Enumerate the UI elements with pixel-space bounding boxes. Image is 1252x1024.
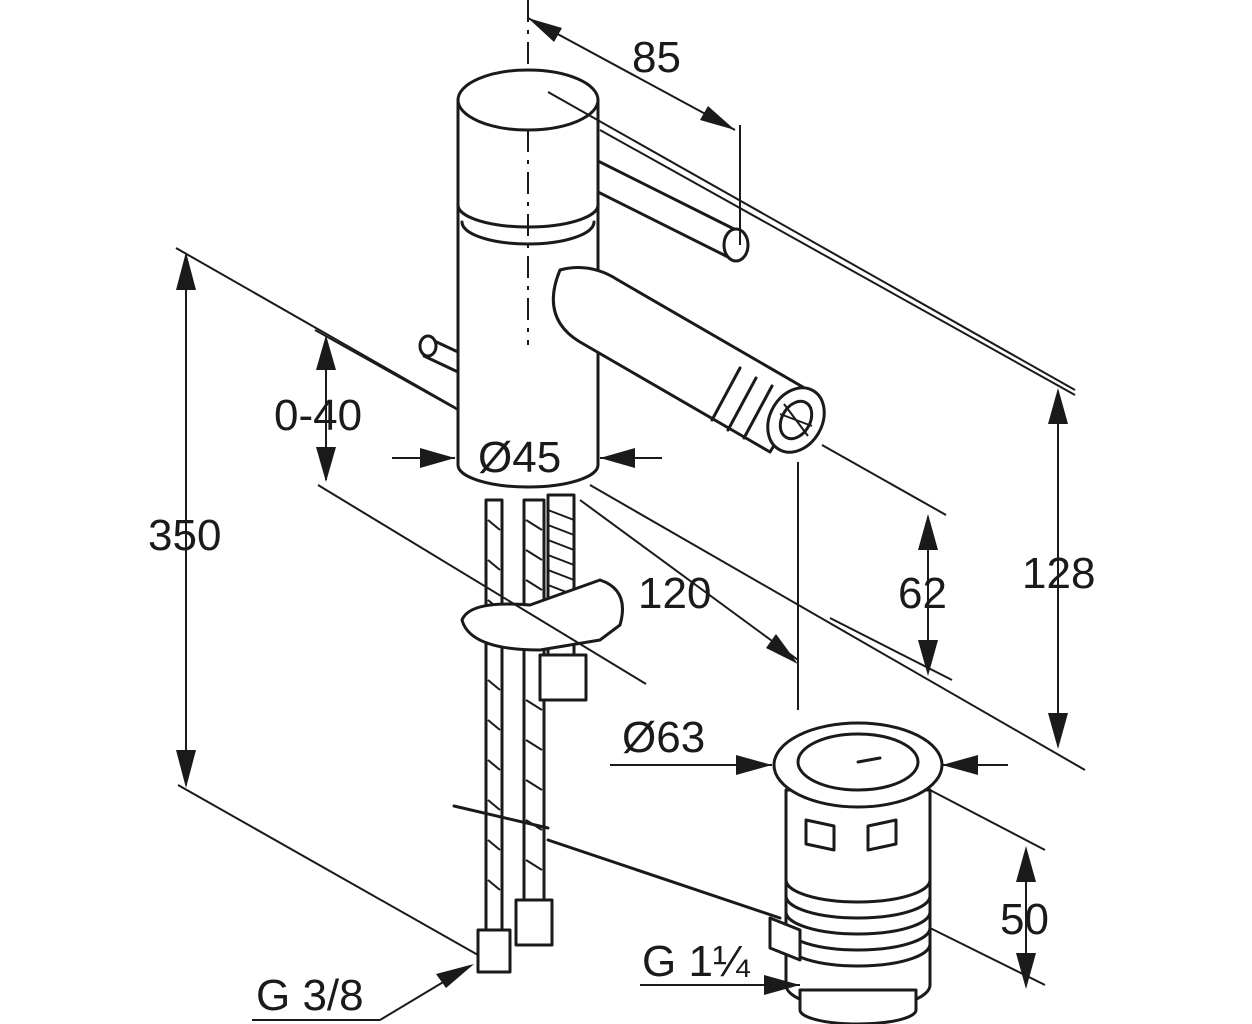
label-waste-thread: G 1¼ [642, 937, 751, 986]
label-hose-thread: G 3/8 [256, 971, 364, 1020]
linkage-rod [546, 838, 782, 920]
spout [551, 266, 826, 454]
mounting-bracket [460, 578, 624, 652]
pop-up-rod [418, 334, 460, 374]
label-overall-height: 128 [1022, 549, 1095, 598]
dimension-labels: 85 0-40 Ø45 350 120 62 128 Ø63 50 G 3/8 … [148, 33, 1095, 1020]
mixer-body [418, 0, 826, 489]
label-total-height: 350 [148, 511, 221, 560]
label-depth: 120 [638, 569, 711, 618]
hose-nut-right [514, 898, 554, 947]
label-reach: 85 [632, 33, 681, 82]
label-body-diameter: Ø45 [478, 433, 561, 482]
mounting-nut [538, 653, 588, 702]
waste-valve [768, 721, 944, 1024]
label-outlet-height: 62 [898, 569, 947, 618]
dimension-lines [175, 17, 1086, 1021]
reach-dimension-line [527, 17, 736, 131]
label-waste-diameter: Ø63 [622, 713, 705, 762]
pull-rod [452, 804, 550, 830]
dim-line-120 [579, 499, 799, 661]
label-waste-height: 50 [1000, 895, 1049, 944]
lever-handle [564, 146, 750, 263]
supply-hoses [452, 493, 782, 974]
hose-nut-left [476, 928, 512, 974]
label-spout-height: 0-40 [274, 391, 362, 440]
